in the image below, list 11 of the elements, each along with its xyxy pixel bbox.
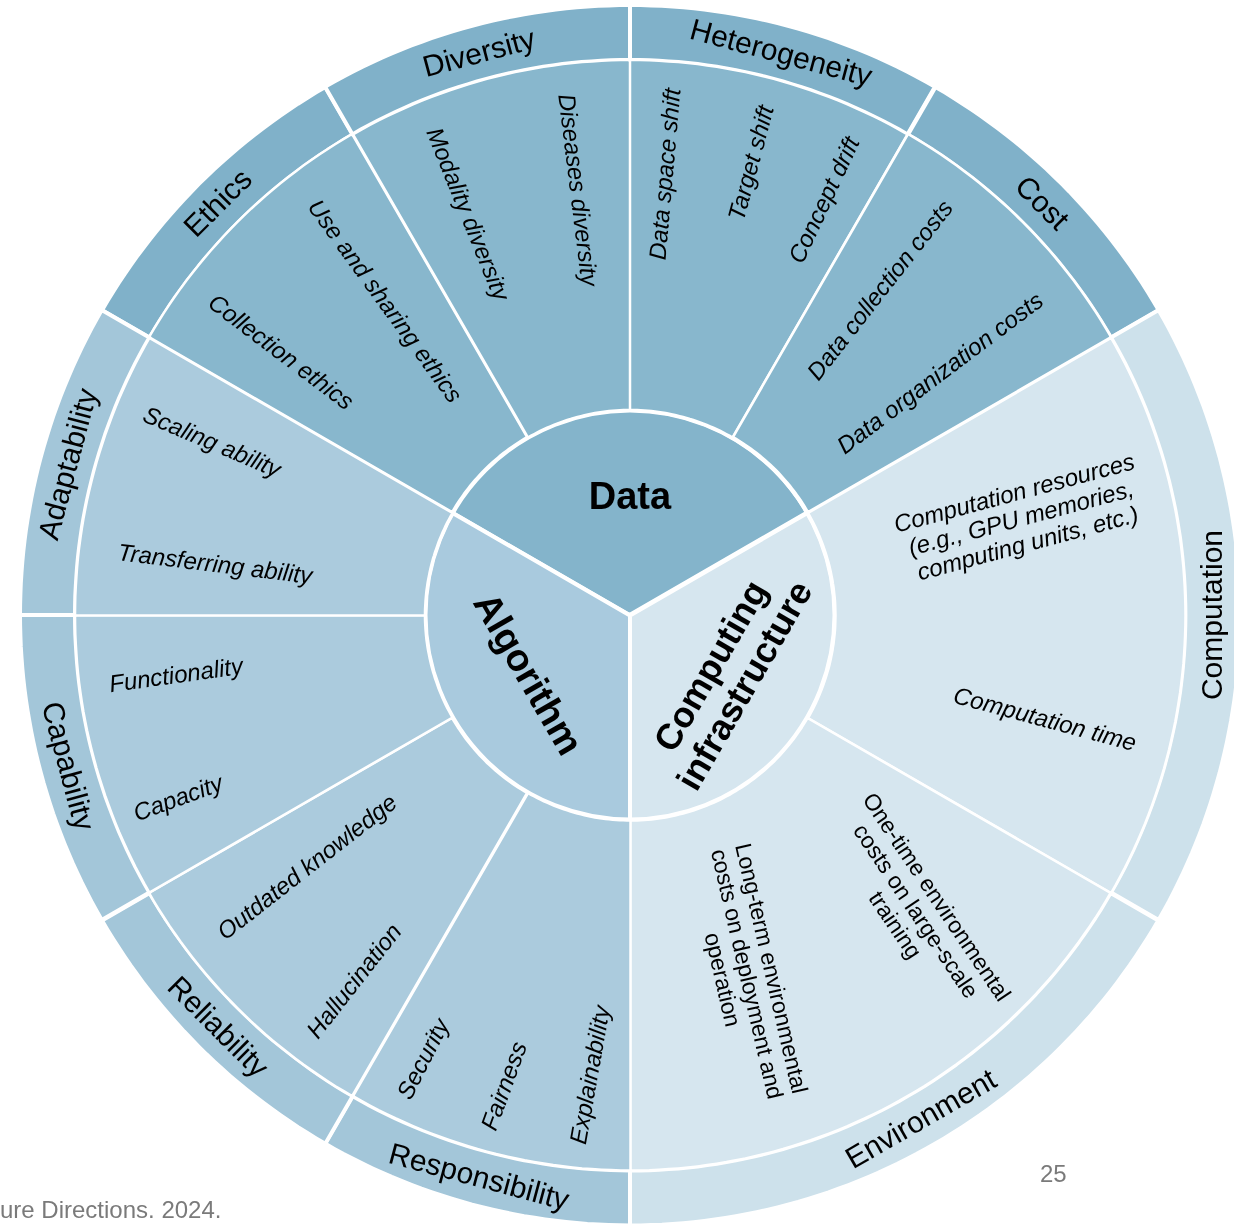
category-label: Computation (1195, 529, 1229, 701)
core-label: Data (588, 476, 672, 518)
subtopic-label: Diseases diversity (553, 92, 603, 288)
page-number: 25 (1040, 1160, 1067, 1188)
subtopic-label: Target shift (723, 102, 779, 224)
citation-text: ure Directions. 2024. (0, 1196, 222, 1224)
subtopic-label: Transferring ability (116, 539, 314, 589)
category-label: Diversity (419, 22, 540, 84)
subtopic-label: Data space shift (644, 87, 686, 262)
subtopic-label: Functionality (107, 652, 245, 697)
category-label: Capability (35, 697, 101, 834)
